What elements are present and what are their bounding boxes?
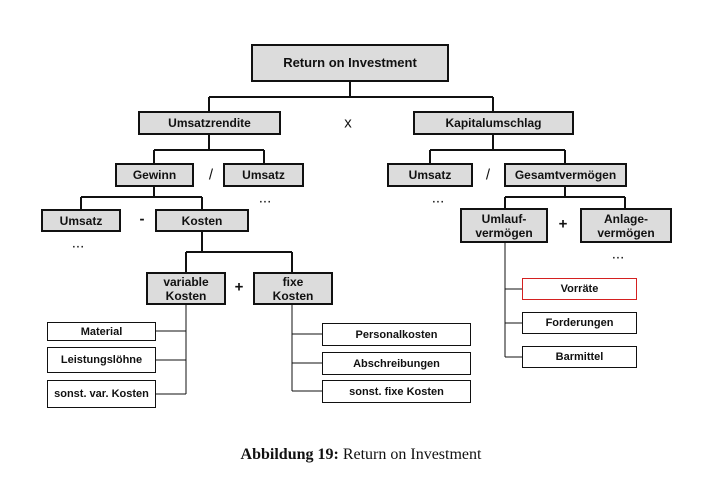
minus-operator: - [139,210,145,228]
variable-kosten-box: variable Kosten [146,272,226,305]
sonst-fixe-kosten-box: sonst. fixe Kosten [322,380,471,403]
leistungsloehne-box: Leistungslöhne [47,347,156,373]
multiply-operator: x [344,114,352,132]
caption-text: Return on Investment [342,446,482,463]
umsatz-left-ellipsis: ... [258,189,272,207]
fixe-kosten-box: fixe Kosten [253,272,333,305]
personalkosten-box: Personalkosten [322,323,471,346]
figure-caption: Abbildung 19: Return on Investment [0,446,722,464]
umsatz-right-ellipsis: ... [431,189,445,207]
vorraete-box: Vorräte [522,278,637,300]
plus-operator-vermoegen: + [558,215,568,233]
anlage-ellipsis: ... [611,245,625,263]
caption-label: Abbildung 19: [240,446,339,463]
abschreibungen-box: Abschreibungen [322,352,471,375]
umsatzrendite-box: Umsatzrendite [138,111,281,135]
anlagevermoegen-box: Anlage- vermögen [580,208,672,243]
gewinn-box: Gewinn [115,163,194,187]
umsatz-box-left: Umsatz [223,163,304,187]
divide-operator-right: / [485,166,491,184]
umsatz-box-right: Umsatz [387,163,473,187]
divide-operator-left: / [208,166,214,184]
barmittel-box: Barmittel [522,346,637,368]
umsatz-gewinn-ellipsis: ... [71,234,85,252]
kapitalumschlag-box: Kapitalumschlag [413,111,574,135]
umsatz-box-gewinn: Umsatz [41,209,121,232]
sonst-var-kosten-box: sonst. var. Kosten [47,380,156,408]
material-box: Material [47,322,156,341]
kosten-box: Kosten [155,209,249,232]
plus-operator-kosten: + [234,278,244,296]
forderungen-box: Forderungen [522,312,637,334]
umlaufvermoegen-box: Umlauf- vermögen [460,208,548,243]
gesamtvermoegen-box: Gesamtvermögen [504,163,627,187]
roi-root-box: Return on Investment [251,44,449,82]
